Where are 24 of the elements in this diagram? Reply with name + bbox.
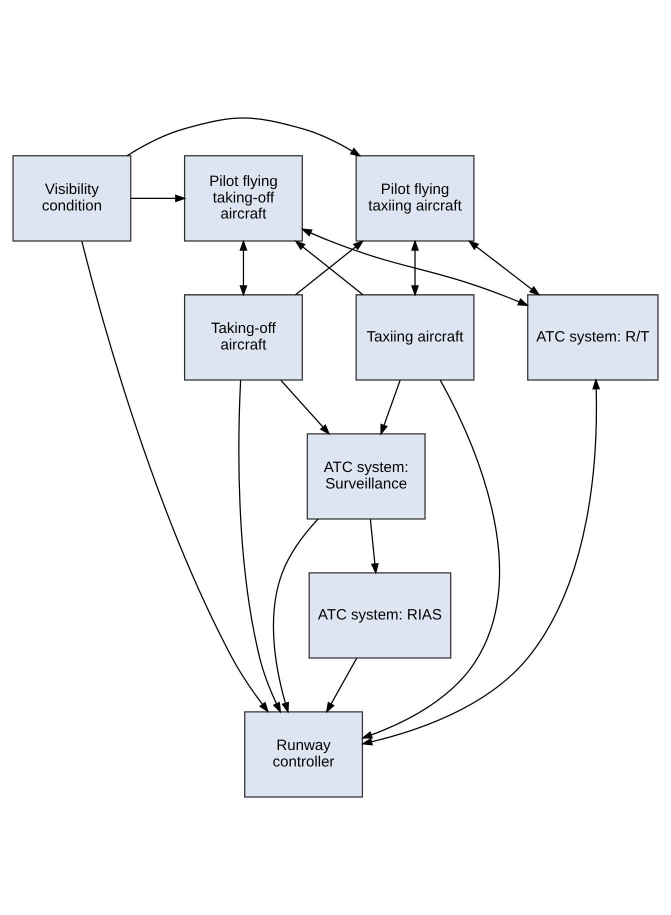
arrow	[300, 228, 530, 306]
arrow	[468, 240, 540, 296]
arrow	[126, 117, 362, 157]
node-box: ATC system: R/T	[527, 294, 659, 381]
arrow	[238, 380, 282, 714]
node-box: Pilot flying taxiing aircraft	[356, 155, 474, 242]
arrow	[361, 378, 600, 746]
arrow	[370, 519, 379, 575]
node-box: ATC system: Surveillance	[306, 433, 426, 520]
arrow	[81, 241, 270, 713]
node-box: Runway controller	[244, 711, 364, 798]
arrow	[361, 380, 500, 739]
arrow	[380, 380, 401, 436]
arrow	[326, 658, 358, 714]
node-box: ATC system: RIAS	[308, 572, 452, 659]
arrow	[411, 239, 419, 297]
arrow	[240, 239, 248, 297]
node-box: Taking-off aircraft	[184, 294, 303, 381]
arrow	[272, 518, 318, 714]
node-box: Visibility condition	[12, 155, 132, 242]
arrow	[130, 194, 186, 202]
node-box: Taxiing aircraft	[356, 294, 474, 381]
arrow	[280, 380, 330, 436]
node-box: Pilot flying taking-off aircraft	[184, 155, 303, 242]
